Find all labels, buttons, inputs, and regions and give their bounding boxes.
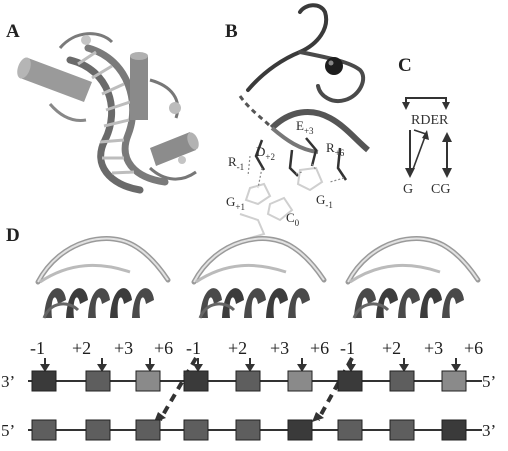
top-strand-base-8 <box>389 370 415 392</box>
zinc-finger-1 <box>35 236 171 319</box>
contact-label-4: G+1 <box>226 194 245 212</box>
position-label-f1-0: -1 <box>30 338 45 358</box>
position-label-f1-3: +6 <box>154 338 173 358</box>
panel-label-c: C <box>398 55 412 76</box>
bottom-strand-base-1 <box>31 419 57 441</box>
contact-label-6: G-1 <box>316 192 333 210</box>
position-label-f3-1: +2 <box>382 338 401 358</box>
top-strand-left-end: 3’ <box>1 372 15 391</box>
bottom-strand-base-7 <box>337 419 363 441</box>
top-strand-base-3 <box>135 370 161 392</box>
bottom-strand-right-end: 3’ <box>482 421 496 440</box>
position-label-f2-3: +6 <box>310 338 329 358</box>
contact-label-2: E+3 <box>296 118 314 136</box>
top-strand-base-6 <box>287 370 313 392</box>
top-strand-right-end: 5’ <box>482 372 496 391</box>
zinc-finger-array-diagram: -1 +2 +3 +6 -1 +2 +3 +6 -1 +2 +3 +6 3’ 5’ 5’ 3’ <box>1 236 496 441</box>
position-label-f2-0: -1 <box>186 338 201 358</box>
zinc-finger-2 <box>191 236 327 319</box>
position-label-f2-2: +3 <box>270 338 289 358</box>
bottom-strand-base-2 <box>85 419 111 441</box>
protein-dna-structure-image <box>17 32 199 194</box>
zinc-finger-contact-detail: R-1 D+2 E+3R+6G+1C0 G-1 <box>226 3 370 239</box>
contact-label-0: R-1 <box>228 154 244 172</box>
top-strand-base-5 <box>235 370 261 392</box>
zinc-finger-3 <box>345 236 481 319</box>
contact-label-1: D+2 <box>256 144 275 162</box>
bottom-strand-base-4 <box>183 419 209 441</box>
protein-residues-label: RDER <box>411 113 449 128</box>
dna-base-cg-label: CG <box>431 182 450 197</box>
recognition-code-schema: RDER G CG <box>402 97 452 197</box>
bottom-strand-base-3 <box>135 419 161 441</box>
top-strand-base-9 <box>441 370 467 392</box>
bottom-strand-left-end: 5’ <box>1 421 15 440</box>
cross-strand-contact-2 <box>316 357 354 421</box>
top-strand-base-4 <box>183 370 209 392</box>
position-label-f1-2: +3 <box>114 338 133 358</box>
bottom-strand-base-6 <box>287 419 313 441</box>
top-strand-base-7 <box>337 370 363 392</box>
dna-base-g-label: G <box>403 182 413 197</box>
panel-label-d: D <box>6 225 20 246</box>
position-label-f3-3: +6 <box>464 338 483 358</box>
top-strand-base-1 <box>31 370 57 392</box>
top-strand-base-2 <box>85 370 111 392</box>
bottom-strand-base-8 <box>389 419 415 441</box>
panel-label-a: A <box>6 21 20 42</box>
panel-label-b: B <box>225 21 238 42</box>
position-label-f1-1: +2 <box>72 338 91 358</box>
contact-label-5: C0 <box>286 210 300 228</box>
cross-strand-contact-1 <box>158 356 198 422</box>
position-label-f3-0: -1 <box>340 338 355 358</box>
contact-label-3: R+6 <box>326 140 345 158</box>
bottom-strand-base-5 <box>235 419 261 441</box>
bottom-strand-base-9 <box>441 419 467 441</box>
position-label-f2-1: +2 <box>228 338 247 358</box>
position-label-f3-2: +3 <box>424 338 443 358</box>
